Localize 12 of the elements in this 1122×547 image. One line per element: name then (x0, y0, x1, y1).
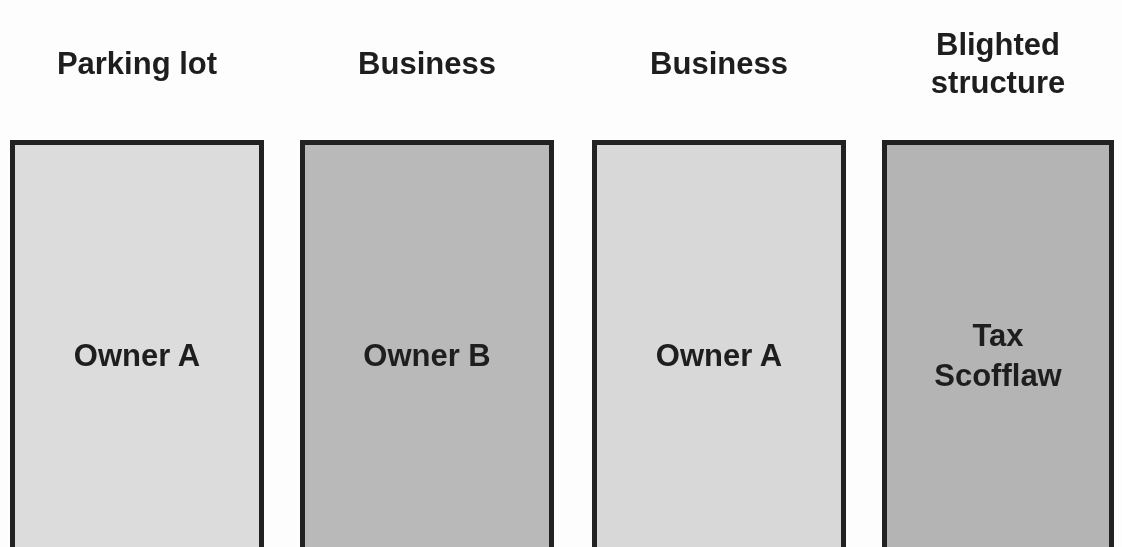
column-heading: Blighted structure (929, 26, 1067, 102)
column-heading: Business (650, 45, 788, 83)
property-box (300, 140, 554, 547)
property-box (882, 140, 1114, 547)
column-heading: Business (358, 45, 496, 83)
owner-label: Owner B (362, 336, 492, 375)
owner-label: Tax Scofflaw (933, 316, 1063, 395)
owner-label: Owner A (72, 336, 202, 375)
property-box (10, 140, 264, 547)
column-heading: Parking lot (56, 45, 218, 83)
property-box (592, 140, 846, 547)
owner-label: Owner A (654, 336, 784, 375)
